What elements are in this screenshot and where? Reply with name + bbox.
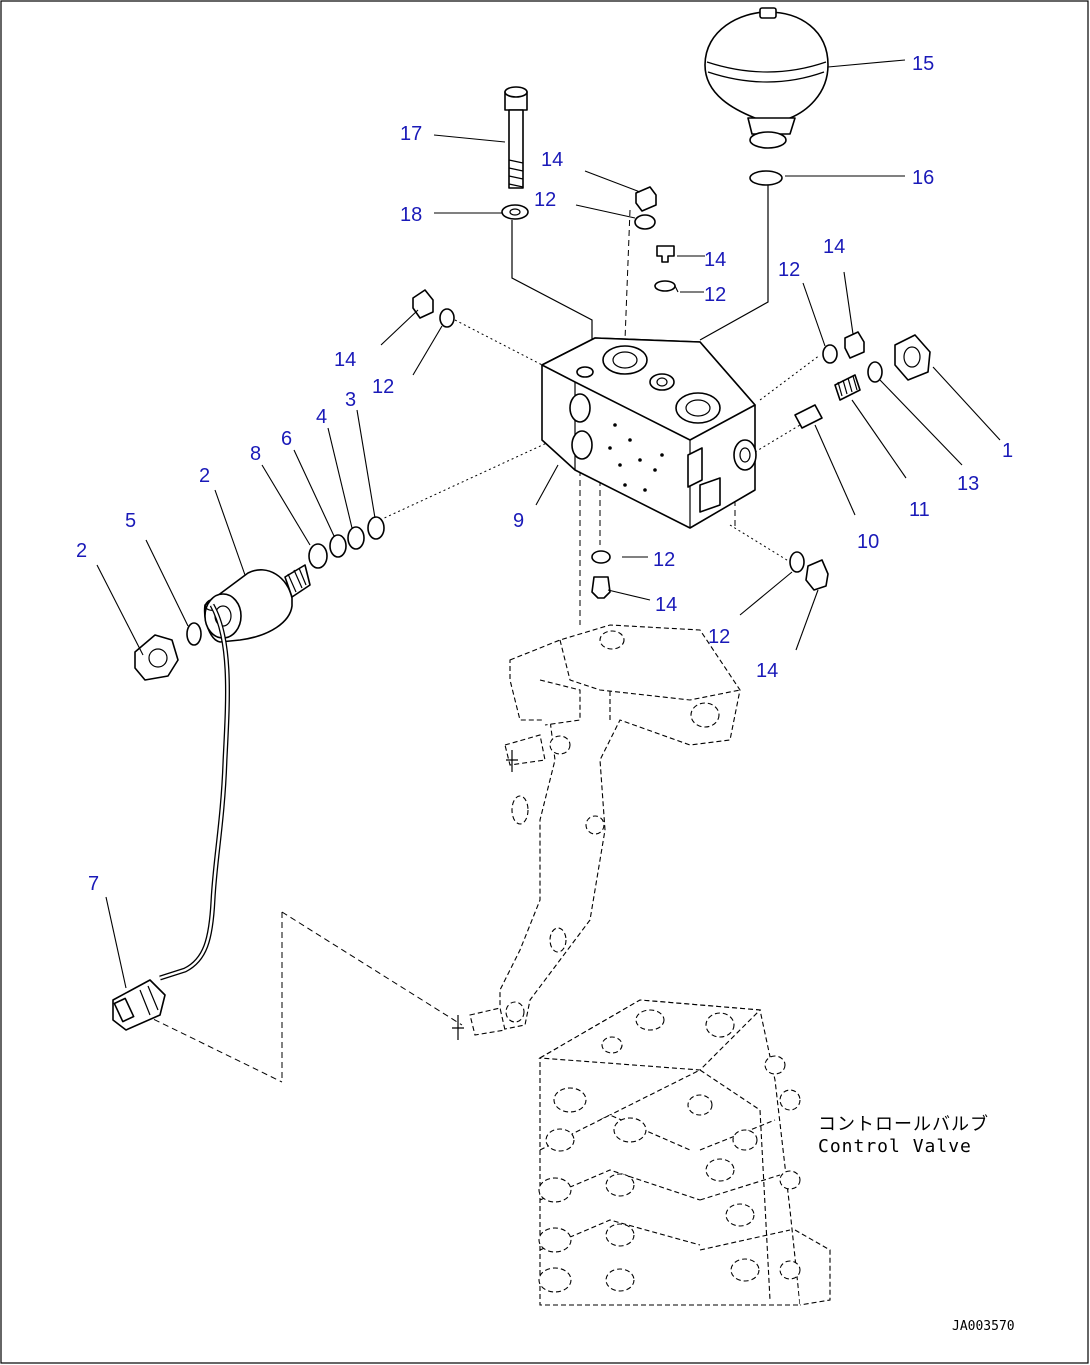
o-ring	[634, 214, 656, 230]
callout-12b: 12	[704, 284, 726, 306]
callout-9: 9	[513, 510, 524, 532]
callout-14c: 14	[334, 349, 356, 371]
o-ring	[822, 344, 838, 364]
control-valve-label-jp: コントロールバルブ	[818, 1113, 989, 1135]
fitting	[894, 334, 931, 381]
callout-12c: 12	[372, 376, 394, 398]
link-line	[624, 209, 631, 341]
link-line	[699, 185, 769, 341]
o-ring-4	[347, 526, 365, 550]
nut	[134, 634, 179, 681]
plug	[591, 576, 611, 599]
callout-4: 4	[316, 406, 327, 428]
bolt	[504, 86, 528, 189]
callout-13: 13	[957, 473, 979, 495]
callout-14d: 14	[823, 236, 845, 258]
control-valve-label-en: Control Valve	[818, 1136, 972, 1157]
callout-6: 6	[281, 428, 292, 450]
o-ring-8	[308, 543, 328, 569]
link-line	[759, 354, 821, 401]
callout-7: 7	[88, 873, 99, 895]
callout-18: 18	[400, 204, 422, 226]
callout-14e: 14	[655, 594, 677, 616]
drawing-code: JA003570	[952, 1319, 1015, 1334]
callout-2b: 2	[199, 465, 210, 487]
washer-hole	[509, 208, 521, 216]
callout-14b: 14	[704, 249, 726, 271]
valve-block	[541, 337, 757, 529]
control-valve-drawing	[538, 999, 831, 1306]
callout-3: 3	[345, 389, 356, 411]
o-ring	[439, 308, 455, 328]
callout-12a: 12	[534, 189, 556, 211]
link-line	[729, 524, 796, 566]
plug	[635, 186, 657, 212]
callout-8: 8	[250, 443, 261, 465]
callout-12f: 12	[708, 626, 730, 648]
mounting-bracket	[452, 624, 741, 1040]
o-ring-6	[329, 534, 347, 558]
connector	[112, 979, 166, 1031]
plug	[656, 245, 675, 263]
callout-15: 15	[912, 53, 934, 75]
plug	[805, 559, 829, 591]
callout-12e: 12	[653, 549, 675, 571]
o-ring	[867, 361, 883, 383]
link-line	[454, 319, 549, 369]
accumulator	[704, 7, 829, 149]
callout-14f: 14	[756, 660, 778, 682]
plug	[412, 289, 434, 319]
wire-core	[159, 604, 229, 980]
link-line	[281, 911, 463, 1026]
leader-lines	[96, 59, 1001, 989]
callout-16: 16	[912, 167, 934, 189]
o-ring	[654, 280, 676, 292]
washer	[501, 204, 529, 220]
callout-2a: 2	[76, 540, 87, 562]
callout-12d: 12	[778, 259, 800, 281]
callout-5: 5	[125, 510, 136, 532]
callout-1: 1	[1002, 440, 1013, 462]
fitting-bore	[903, 346, 921, 368]
callout-11: 11	[909, 499, 930, 521]
link-line	[144, 1014, 283, 1083]
o-ring	[591, 550, 611, 564]
spring-coils	[837, 375, 858, 397]
o-ring	[789, 551, 805, 573]
valve-insert	[794, 404, 823, 429]
callout-14a: 14	[541, 149, 563, 171]
callout-numbers: 1 2 2 3 4 5 6 7 8 9 10 11 12 12 12 12 12…	[76, 53, 1013, 895]
o-ring-16	[749, 170, 783, 186]
link-line	[511, 220, 593, 355]
link-line	[754, 424, 801, 453]
callout-17: 17	[400, 123, 422, 145]
plug	[844, 331, 865, 359]
o-ring-5	[186, 622, 202, 646]
callout-10: 10	[857, 531, 879, 553]
o-ring-3	[367, 516, 385, 540]
link-line	[379, 429, 576, 521]
